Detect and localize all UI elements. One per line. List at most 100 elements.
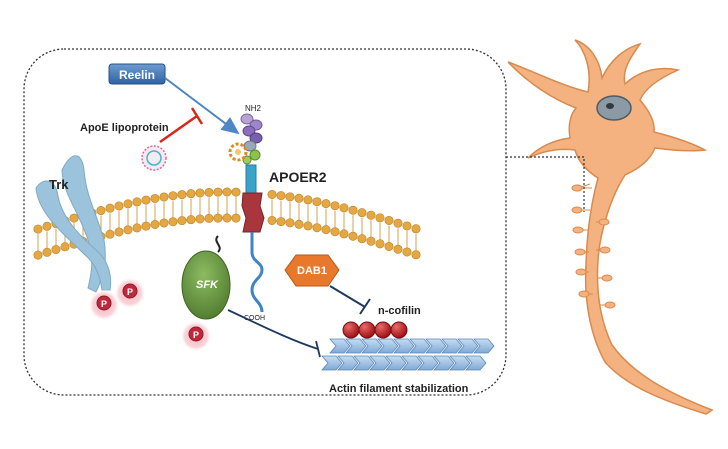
lipid-head-inner <box>105 229 115 239</box>
lipid-head-outer <box>204 187 214 197</box>
lipid-head-inner <box>285 218 295 228</box>
lipid-head-inner <box>60 242 70 252</box>
trk-phospho-1-label: P <box>101 299 107 309</box>
lipid-head-inner <box>33 250 43 260</box>
actin-subunit <box>449 355 471 371</box>
trk-phospho-2: P <box>114 277 146 309</box>
actin-subunit <box>329 338 351 354</box>
sfk-phospho: P <box>180 320 212 352</box>
actin-label: Actin filament stabilization <box>329 383 469 395</box>
lipid-head-outer <box>366 210 376 220</box>
lipid-head-outer <box>375 213 385 223</box>
lipid-head-outer <box>132 197 142 207</box>
apoer2-label: APOER2 <box>269 169 327 185</box>
lipid-head-inner <box>348 231 358 241</box>
lipid-head-inner <box>402 247 412 257</box>
lipid-head-outer <box>276 191 286 201</box>
lipid-head-outer <box>213 187 223 197</box>
lipid-head-outer <box>195 188 205 198</box>
actin-subunit <box>465 355 487 371</box>
lipid-head-outer <box>330 201 340 211</box>
lipid-head-outer <box>357 208 367 218</box>
lipid-head-inner <box>366 236 376 246</box>
actin-subunit <box>385 355 407 371</box>
lipid-head-inner <box>357 234 367 244</box>
actin-subunit <box>401 355 423 371</box>
lipid-head-inner <box>294 219 304 229</box>
actin-subunit <box>457 338 479 354</box>
reelin-activation-arrow <box>164 77 240 135</box>
neuron <box>507 39 714 415</box>
lipid-head-outer <box>222 187 232 197</box>
sfk-inhibition <box>227 309 321 358</box>
cooh-label: COOH <box>244 315 265 322</box>
lipid-head-inner <box>231 213 241 223</box>
lipid-head-outer <box>168 191 178 201</box>
lipid-head-inner <box>132 223 142 233</box>
zoom-connector <box>506 156 585 212</box>
n-cofilin <box>342 321 408 339</box>
ncofilin-label: n-cofilin <box>378 305 421 317</box>
nh2-label: NH2 <box>245 104 262 113</box>
lipid-head-inner <box>375 239 385 249</box>
lipid-head-outer <box>159 192 169 202</box>
apoe-label: ApoE lipoprotein <box>80 122 169 134</box>
actin-subunit <box>425 338 447 354</box>
actin-subunit <box>321 355 343 371</box>
lipid-head-outer <box>123 199 133 209</box>
lipid-head-inner <box>150 219 160 229</box>
lipid-head-outer <box>321 199 331 209</box>
sfk-label: SFK <box>196 279 219 291</box>
lipid-head-outer <box>96 206 106 216</box>
lipid-head-outer <box>348 205 358 215</box>
lipid-head-inner <box>411 250 421 260</box>
lipid-head-inner <box>168 217 178 227</box>
actin-subunit <box>409 338 431 354</box>
reelin-label: Reelin <box>119 68 155 82</box>
dab1-label: DAB1 <box>297 265 327 277</box>
cell-membrane <box>33 187 421 260</box>
lipid-head-outer <box>393 218 403 228</box>
apoer2-receptor <box>228 113 265 313</box>
trk-receptor <box>35 155 112 293</box>
trk-phospho-1: P <box>88 289 120 321</box>
lipid-head-inner <box>141 221 151 231</box>
apoe-inhibition <box>159 107 204 144</box>
lipid-head-inner <box>330 227 340 237</box>
trk-label: Trk <box>49 177 69 192</box>
lipid-head-inner <box>267 215 277 225</box>
lipid-head-inner <box>393 244 403 254</box>
dendritic-spines <box>571 183 616 309</box>
lipid-head-inner <box>204 213 214 223</box>
lipid-head-outer <box>186 189 196 199</box>
lipid-head-outer <box>267 189 277 199</box>
actin-subunit <box>361 338 383 354</box>
lipid-head-outer <box>384 215 394 225</box>
actin-subunit <box>393 338 415 354</box>
lipid-head-inner <box>114 227 124 237</box>
lipid-head-inner <box>123 225 133 235</box>
nucleus <box>596 95 632 121</box>
lipid-head-outer <box>339 203 349 213</box>
lipid-head-outer <box>69 213 79 223</box>
lipid-head-outer <box>114 201 124 211</box>
actin-subunit <box>433 355 455 371</box>
reelin-box: Reelin <box>108 63 166 85</box>
lipid-head-inner <box>384 241 394 251</box>
lipid-head-outer <box>303 195 313 205</box>
actin-subunit <box>377 338 399 354</box>
lipid-head-outer <box>285 192 295 202</box>
lipid-head-outer <box>33 224 43 234</box>
actin-filament <box>321 338 495 371</box>
lipid-head-outer <box>294 193 304 203</box>
dab1-inhibition <box>329 285 371 315</box>
zoom-frame <box>23 48 507 396</box>
lipid-head-inner <box>312 223 322 233</box>
actin-subunit <box>345 338 367 354</box>
dab1-adaptor: DAB1 <box>284 254 340 287</box>
trk-phospho-2-label: P <box>127 287 133 297</box>
lipid-head-outer <box>150 193 160 203</box>
actin-subunit <box>441 338 463 354</box>
lipid-head-inner <box>51 245 61 255</box>
